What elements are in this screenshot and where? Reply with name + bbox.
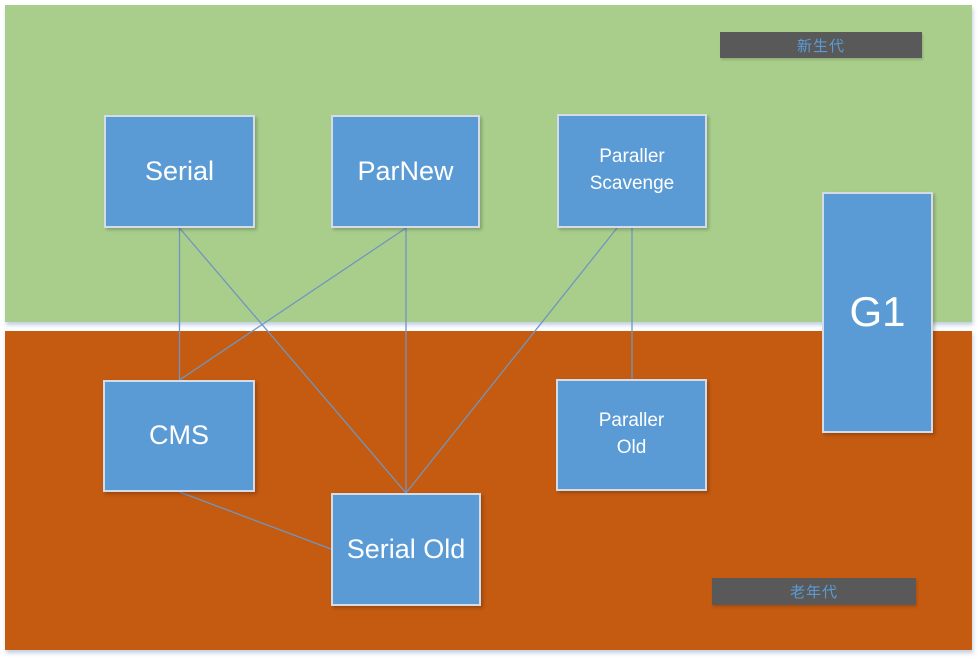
node-cms: CMS	[103, 380, 255, 492]
node-serial: Serial	[104, 115, 255, 228]
node-parnew: ParNew	[331, 115, 480, 228]
node-serial-old: Serial Old	[331, 493, 481, 606]
node-parnew-label: ParNew	[357, 155, 454, 186]
node-parallel-old-label: Paraller Old	[598, 410, 665, 458]
node-g1-label: G1	[849, 288, 906, 336]
old-generation-label-text: 老年代	[789, 584, 838, 601]
node-parallel-old: Paraller Old	[556, 379, 707, 491]
young-generation-label: 新生代	[720, 32, 922, 58]
node-parallel-scavenge: Paraller Scavenge	[557, 114, 707, 228]
node-serial-label: Serial	[144, 155, 215, 186]
node-cms-label: CMS	[149, 420, 209, 451]
node-serial-old-label: Serial Old	[346, 533, 466, 564]
node-g1: G1	[822, 192, 933, 433]
node-parallel-scavenge-label: Paraller Scavenge	[589, 146, 675, 194]
young-generation-label-text: 新生代	[796, 37, 845, 55]
old-generation-label: 老年代	[712, 578, 916, 605]
